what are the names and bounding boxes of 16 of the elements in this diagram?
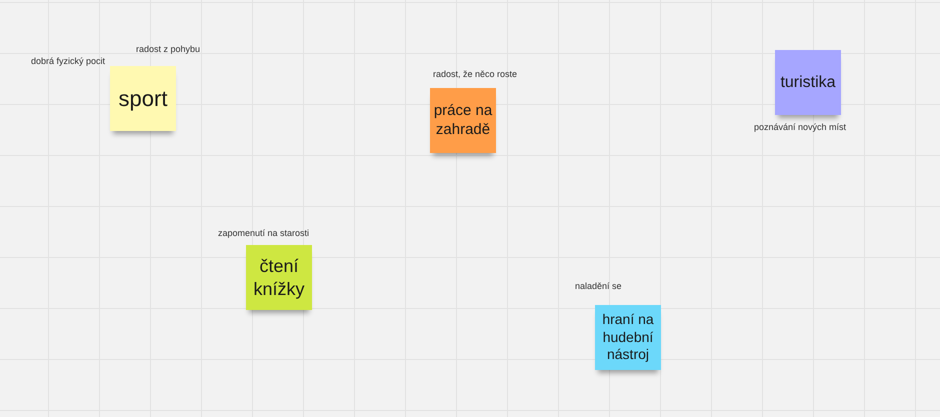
sticky-note: [430, 88, 496, 153]
sticky-note: [595, 305, 661, 370]
note-annotation: radost, že něco roste: [433, 68, 518, 81]
sticky-note: [246, 245, 312, 310]
note-text: turistika: [780, 72, 836, 92]
sticky-note: [775, 50, 841, 115]
note-annotation: radost z pohybu: [136, 43, 200, 56]
note-annotation: naladění se: [575, 280, 622, 293]
note-annotation: dobrá fyzický pocit: [31, 55, 106, 68]
note-text: hraní na hudební nástroj: [601, 311, 655, 364]
note-text: sport: [118, 84, 168, 112]
note-annotation: zapomenutí na starosti: [218, 227, 310, 240]
note-text: práce na zahradě: [432, 102, 494, 140]
note-text: čtení knížky: [252, 255, 306, 300]
sticky-note: [110, 66, 176, 131]
note-annotation: poznávání nových míst: [754, 121, 846, 134]
